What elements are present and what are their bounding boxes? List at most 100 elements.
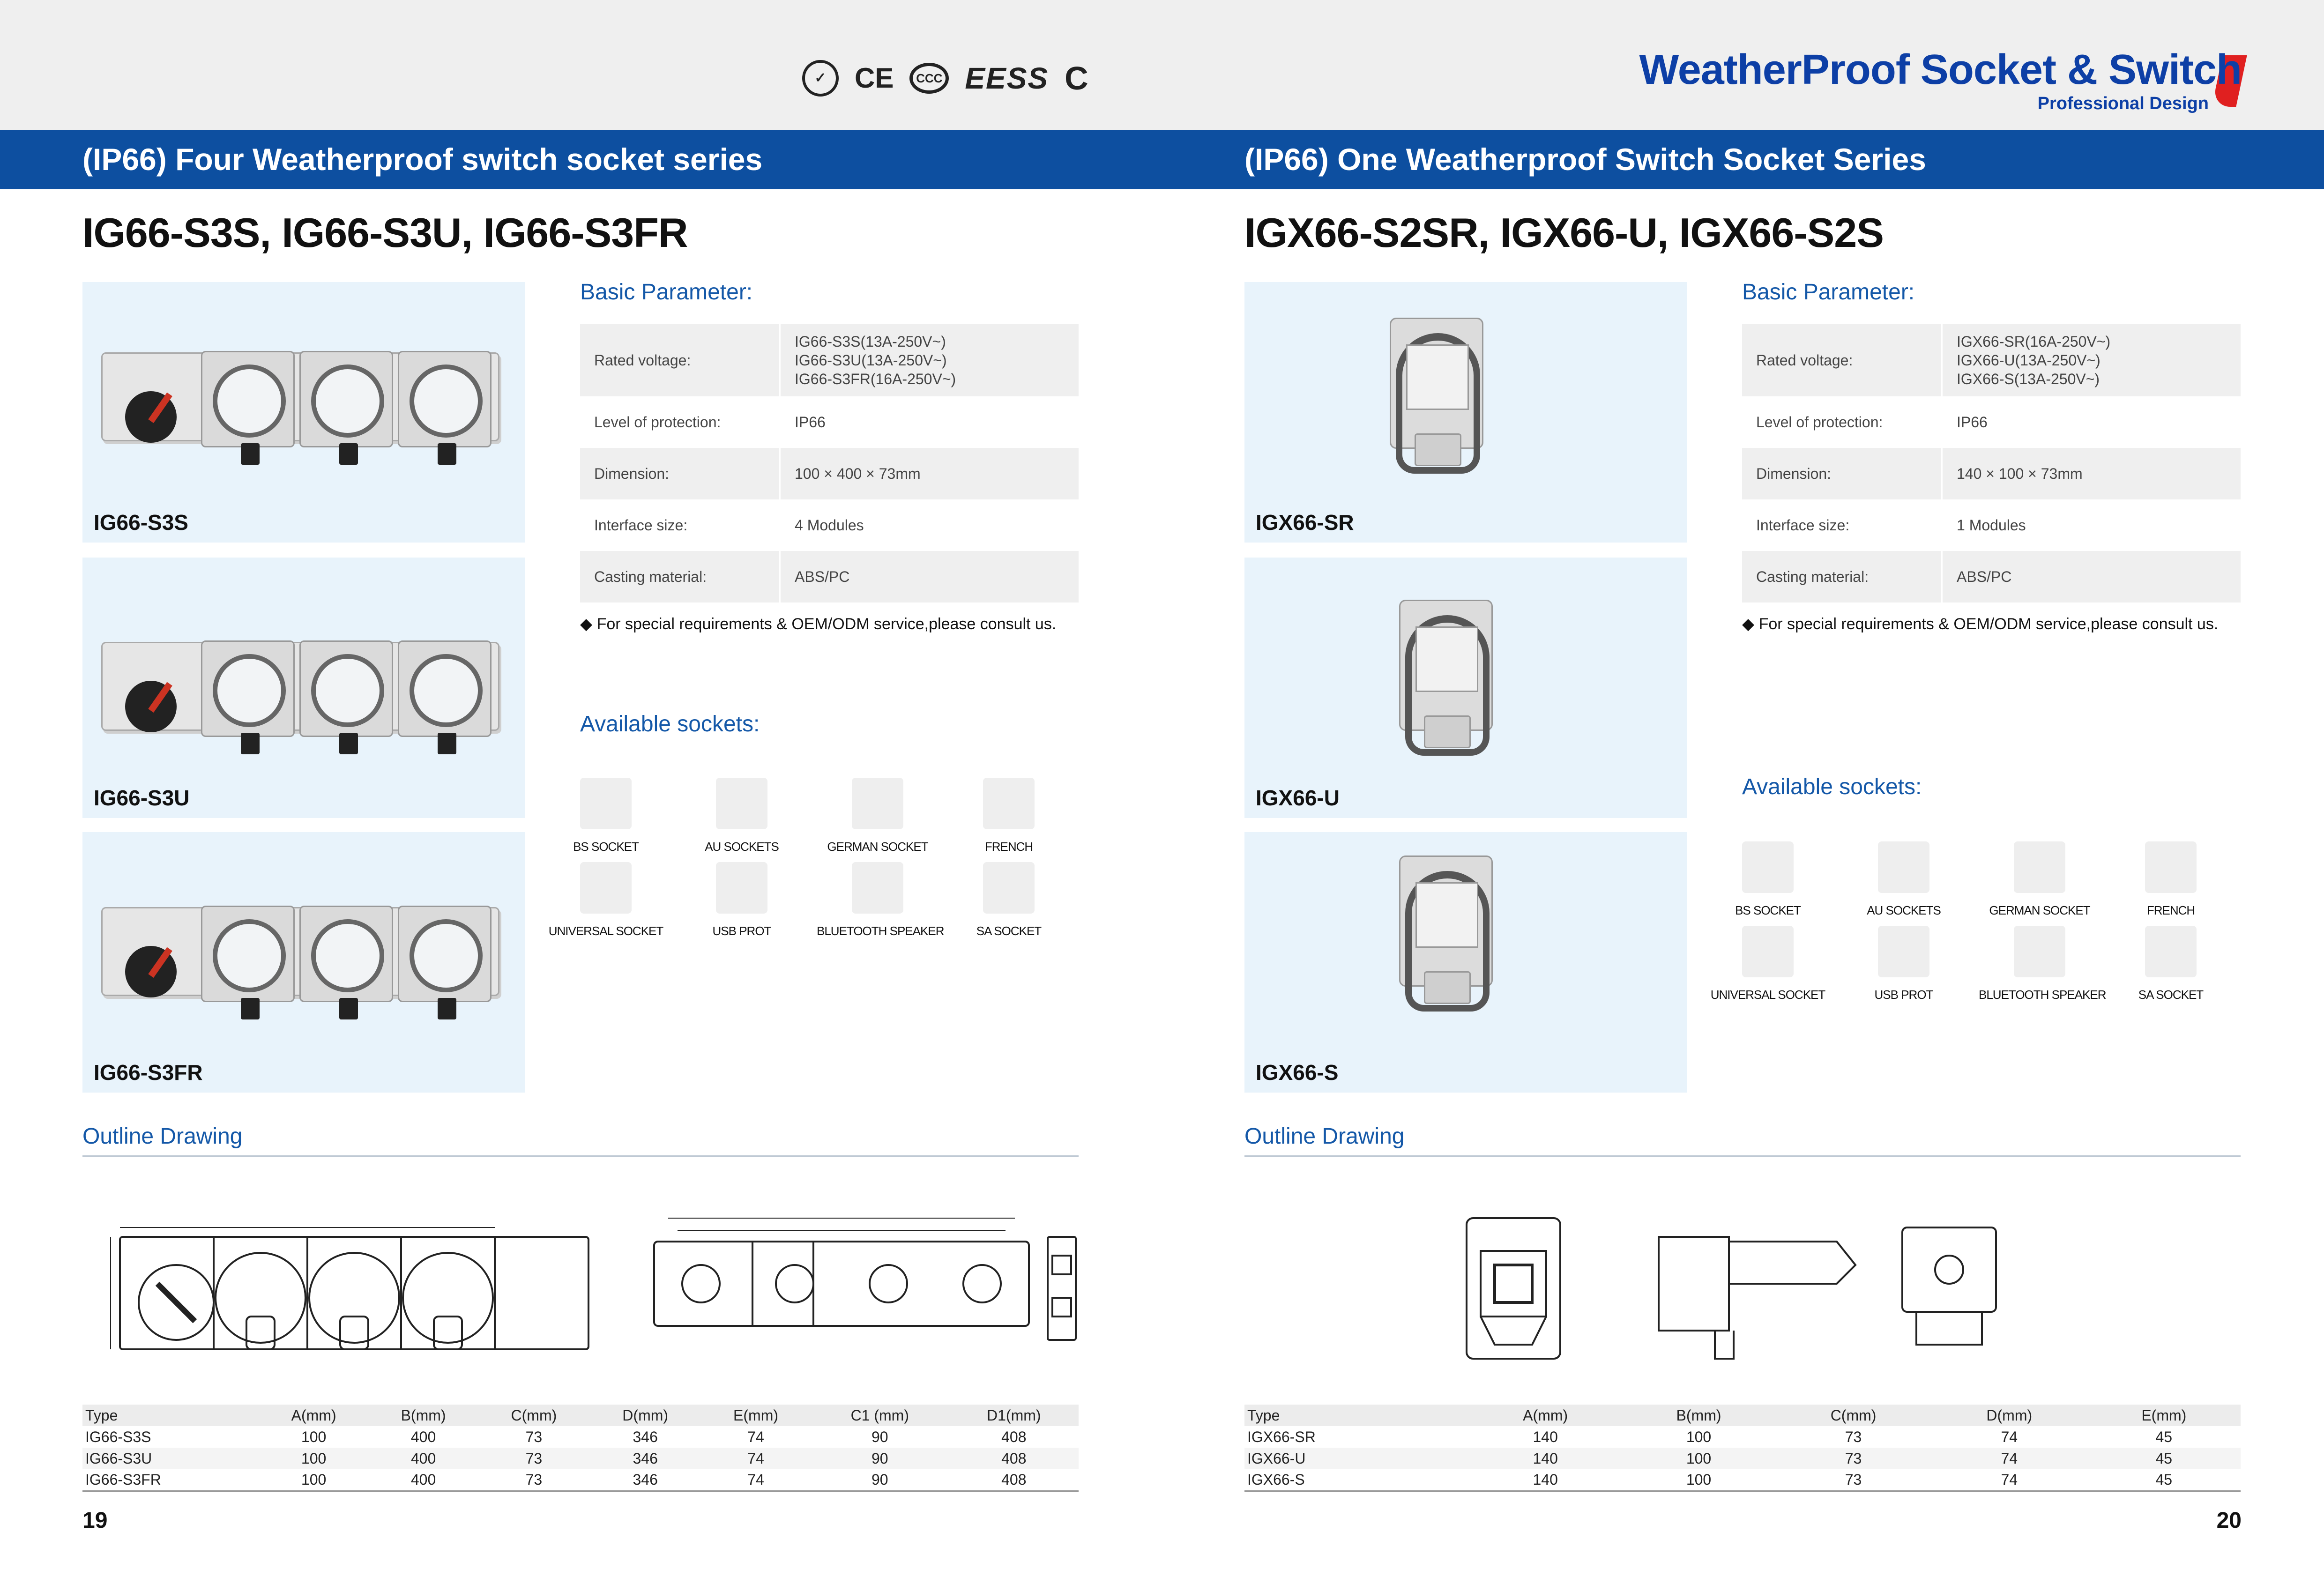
socket-icon <box>716 778 767 829</box>
socket-label: FRENCH <box>984 840 1033 854</box>
param-value: 1 Modules <box>1957 516 2026 534</box>
product-photo-igx66-sr: IGX66-SR <box>1244 282 1687 543</box>
param-value: IG66-S3S(13A-250V~) <box>795 333 946 350</box>
table-cell: 73 <box>1845 1471 1862 1488</box>
param-key: Level of protection: <box>1742 396 1943 448</box>
table-cell: 408 <box>1001 1471 1027 1488</box>
socket-icon <box>1742 926 1794 977</box>
left-series-title: (IP66) Four Weatherproof switch socket s… <box>82 142 763 177</box>
socket-type-bs-socket: BS SOCKET <box>1707 841 1829 918</box>
photo-label: IGX66-U <box>1256 786 1340 810</box>
socket-icon <box>2014 841 2065 893</box>
socket-label: BS SOCKET <box>573 840 639 854</box>
socket-type-bluetooth-speaker: BLUETOOTH SPEAKER <box>1979 926 2107 1002</box>
socket-icon <box>1878 926 1929 977</box>
four-gang-device-illustration <box>101 640 499 754</box>
table-header-cell: E(mm) <box>2087 1405 2241 1426</box>
socket-type-french: FRENCH <box>2110 841 2232 918</box>
left-outline-drawing <box>110 1227 589 1350</box>
socket-label: BS SOCKET <box>1735 903 1801 917</box>
socket-label: USB PROT <box>1874 988 1934 1002</box>
right-outline-drawing <box>1466 1217 1997 1360</box>
certification-marks: ✓ CE CCC EESS C <box>802 60 1088 97</box>
socket-type-usb-prot: USB PROT <box>681 862 803 938</box>
table-header-cell: C(mm) <box>1775 1405 1931 1426</box>
socket-type-german-socket: GERMAN SOCKET <box>1979 841 2101 918</box>
table-cell: 90 <box>871 1471 888 1488</box>
ccc-mark-icon: CCC <box>909 63 949 94</box>
right-oem-note: ◆ For special requirements & OEM/ODM ser… <box>1742 615 2219 633</box>
param-value: ABS/PC <box>780 551 1079 603</box>
left-available-sockets-title: Available sockets: <box>580 712 760 736</box>
table-header-cell: C1 (mm) <box>810 1405 949 1426</box>
param-value: ABS/PC <box>1942 551 2241 603</box>
table-header-cell: D(mm) <box>1931 1405 2087 1426</box>
param-key: Dimension: <box>1742 448 1943 499</box>
socket-icon <box>580 862 632 914</box>
param-value: IGX66-SR(16A-250V~) <box>1957 333 2111 350</box>
brand-title: WeatherProof Socket & Switch <box>1639 46 2242 93</box>
socket-label: USB PROT <box>712 924 772 938</box>
table-cell: 74 <box>2001 1471 2018 1488</box>
table-cell: 408 <box>949 1448 1079 1469</box>
socket-label: SA SOCKET <box>2138 988 2204 1002</box>
param-value: 4 Modules <box>795 516 864 534</box>
socket-type-french: FRENCH <box>948 778 1070 854</box>
table-header-cell: A(mm) <box>1468 1405 1622 1426</box>
product-photo-igx66-u: IGX66-U <box>1244 558 1687 818</box>
table-cell: 73 <box>525 1428 543 1445</box>
page-number-right: 20 <box>2216 1508 2242 1533</box>
right-series-title: (IP66) One Weatherproof Switch Socket Se… <box>1244 142 1926 177</box>
table-cell: 74 <box>747 1471 764 1488</box>
table-cell: IG66-S3S <box>85 1428 151 1445</box>
table-cell: 90 <box>810 1448 949 1469</box>
right-parameter-table: Rated voltage:IGX66-SR(16A-250V~)IGX66-U… <box>1742 324 2241 603</box>
socket-type-au-sockets: AU SOCKETS <box>1843 841 1965 918</box>
socket-type-sa-socket: SA SOCKET <box>948 862 1070 938</box>
left-outline-drawing-title: Outline Drawing <box>82 1124 243 1149</box>
param-value: IGX66-S(13A-250V~) <box>1957 371 2100 387</box>
param-value: 140 × 100 × 73mm <box>1942 448 2241 499</box>
socket-label: GERMAN SOCKET <box>1989 903 2090 917</box>
table-cell: 100 <box>1622 1448 1776 1469</box>
right-outline-rule <box>1244 1155 2241 1157</box>
left-basic-parameter-title: Basic Parameter: <box>580 280 753 305</box>
brand-subtitle: Professional Design <box>2037 94 2209 113</box>
table-cell: IG66-S3U <box>82 1448 259 1469</box>
table-cell: 74 <box>747 1428 764 1445</box>
socket-type-usb-prot: USB PROT <box>1843 926 1965 1002</box>
table-cell: 73 <box>1845 1428 1862 1445</box>
socket-label: AU SOCKETS <box>1867 903 1941 917</box>
product-photo-igx66-s: IGX66-S <box>1244 832 1687 1093</box>
socket-type-au-sockets: AU SOCKETS <box>681 778 803 854</box>
socket-icon <box>983 862 1035 914</box>
param-value: IGX66-U(13A-250V~) <box>1957 352 2101 369</box>
param-value: IP66 <box>795 413 826 431</box>
socket-label: UNIVERSAL SOCKET <box>1710 988 1826 1002</box>
socket-label: AU SOCKETS <box>705 840 779 854</box>
table-header-cell: D1(mm) <box>949 1405 1079 1426</box>
table-cell: 140 <box>1533 1471 1558 1488</box>
left-parameter-table: Rated voltage:IG66-S3S(13A-250V~)IG66-S3… <box>580 324 1079 603</box>
param-key: Interface size: <box>580 499 781 551</box>
c-tick-mark-icon: C <box>1065 60 1088 97</box>
socket-type-universal-socket: UNIVERSAL SOCKET <box>545 862 667 938</box>
table-cell: IGX66-S <box>1247 1471 1305 1488</box>
table-cell: 45 <box>2155 1471 2173 1488</box>
socket-type-german-socket: GERMAN SOCKET <box>817 778 939 854</box>
socket-icon <box>2014 926 2065 977</box>
table-cell: 45 <box>2155 1428 2173 1445</box>
socket-label: FRENCH <box>2146 903 2195 917</box>
left-oem-note: ◆ For special requirements & OEM/ODM ser… <box>580 615 1057 633</box>
param-key: Casting material: <box>1742 551 1943 603</box>
param-value: IG66-S3U(13A-250V~) <box>795 352 947 369</box>
ce-mark-icon: CE <box>855 62 894 94</box>
param-key: Level of protection: <box>580 396 781 448</box>
table-cell: 73 <box>525 1471 543 1488</box>
left-outline-rule <box>82 1155 1079 1157</box>
param-value: 100 × 400 × 73mm <box>780 448 1079 499</box>
